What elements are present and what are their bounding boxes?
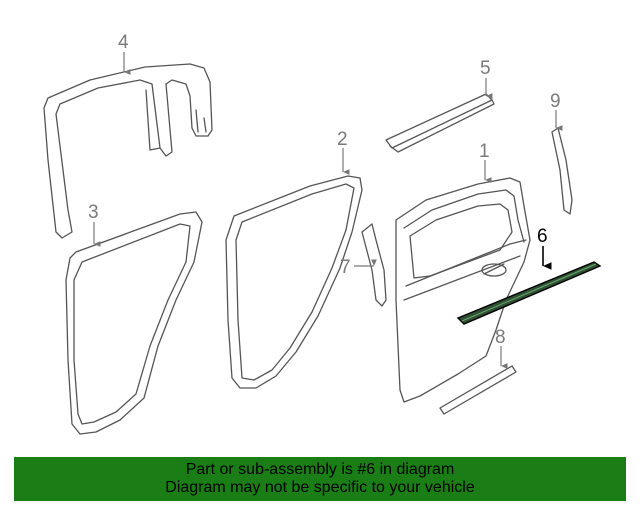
banner-line-2: Diagram may not be specific to your vehi… — [165, 479, 475, 496]
banner-line-1: Part or sub-assembly is #6 in diagram — [185, 461, 455, 478]
callout-6: 6 — [537, 226, 548, 247]
info-banner: Part or sub-assembly is #6 in diagram Di… — [14, 457, 626, 501]
trim-part-9[interactable] — [551, 127, 573, 215]
callout-7: 7 — [340, 257, 351, 278]
callout-1: 1 — [479, 141, 490, 162]
callout-8: 8 — [495, 327, 506, 348]
door-shell-part-1[interactable] — [395, 177, 531, 403]
callout-2: 2 — [337, 129, 348, 150]
parts-diagram: 4 3 2 5 1 9 7 8 6 — [43, 32, 602, 435]
lower-molding-part-8[interactable] — [439, 365, 517, 415]
callout-5: 5 — [480, 58, 491, 79]
belt-molding-part-5[interactable] — [385, 93, 495, 153]
callout-9: 9 — [550, 91, 561, 112]
callout-4: 4 — [118, 32, 129, 53]
door-frame-part-4[interactable] — [43, 63, 213, 239]
seal-part-3[interactable] — [65, 211, 203, 435]
leader-lines — [93, 52, 563, 369]
seal-part-2[interactable] — [225, 175, 363, 389]
molding-part-6[interactable] — [456, 261, 602, 325]
callout-3: 3 — [88, 202, 99, 223]
trim-part-7[interactable] — [361, 223, 387, 307]
